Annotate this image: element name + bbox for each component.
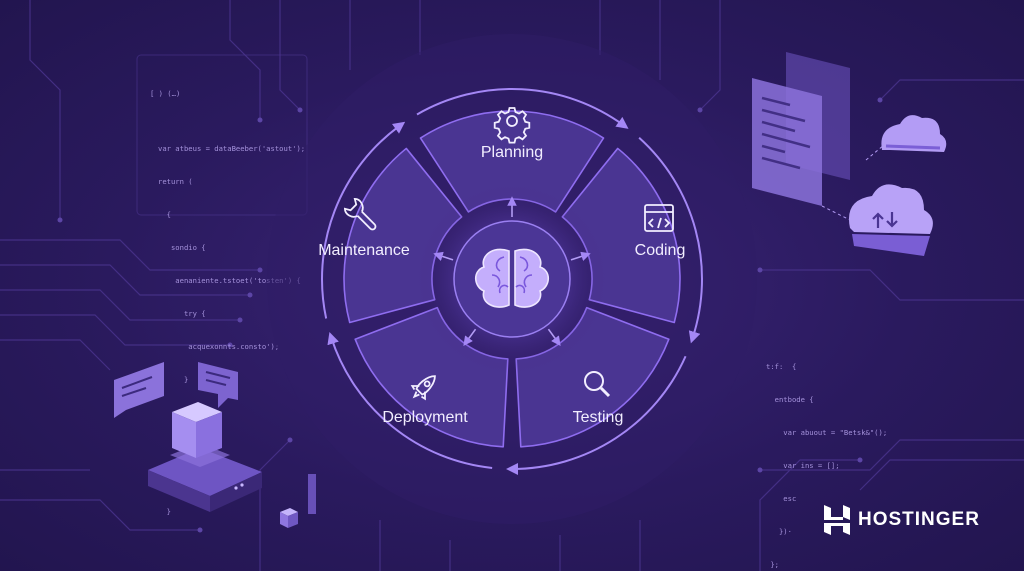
brand-name: HOSTINGER [858, 509, 980, 530]
stage-label-deployment: Deployment [382, 409, 468, 426]
spoke-arrow [463, 328, 477, 346]
floating-code-windows [752, 52, 850, 206]
code-line: esc [766, 494, 797, 503]
code-line: [ ) (…) [150, 89, 181, 98]
hostinger-logo-icon [824, 505, 850, 535]
code-line: try { [158, 309, 206, 318]
cycle-arrow [321, 121, 406, 319]
code-line: } [158, 507, 171, 516]
code-window-icon [644, 204, 674, 232]
code-line: })· [766, 527, 792, 536]
code-line: t:f: { [766, 362, 797, 371]
code-line: return ( [158, 177, 193, 186]
stage-label-coding: Coding [634, 242, 686, 259]
gear-icon [493, 107, 531, 144]
code-line: var atbeus = dataBeeber('astout'); [158, 144, 306, 153]
code-snippet-right: t:f: { entbode { var abuout = "Betsk&"()… [766, 339, 887, 571]
cloud-icon [865, 115, 947, 161]
cycle-arrow [416, 88, 629, 129]
stage-label-maintenance: Maintenance [318, 242, 410, 259]
spoke-arrow [570, 251, 591, 261]
center-hub [453, 220, 571, 338]
cycle-arrow [638, 137, 703, 344]
brain-icon [474, 248, 550, 308]
rocket-icon [410, 375, 436, 401]
code-line: } [158, 375, 189, 384]
spoke-arrow [433, 251, 454, 261]
magnifier-icon [584, 371, 611, 398]
cycle-arrow [506, 355, 687, 475]
spoke-arrow [547, 328, 561, 346]
center-spokes [433, 196, 591, 346]
small-blocks [280, 474, 316, 528]
code-line: { [158, 210, 171, 219]
wrench-icon [344, 198, 377, 231]
stage-label-testing: Testing [572, 409, 624, 426]
code-line: var abuout = "Betsk&"(); [766, 428, 888, 437]
code-line: sondio { [158, 243, 206, 252]
cycle-arrows [321, 88, 703, 475]
code-line: entbode { [766, 395, 814, 404]
code-line: var ins = []; [766, 461, 840, 470]
cycle-arrow [327, 332, 493, 469]
cloud-sync-icon [821, 184, 933, 256]
chat-bubble-icon [114, 362, 238, 418]
cube-icon [172, 402, 222, 458]
stage-label-planning: Planning [480, 144, 544, 161]
code-line: acquexonnts.consto'); [158, 342, 280, 351]
hostinger-brand: HOSTINGER [824, 505, 980, 535]
code-line: }; [766, 560, 779, 569]
cycle-segments [343, 110, 681, 448]
